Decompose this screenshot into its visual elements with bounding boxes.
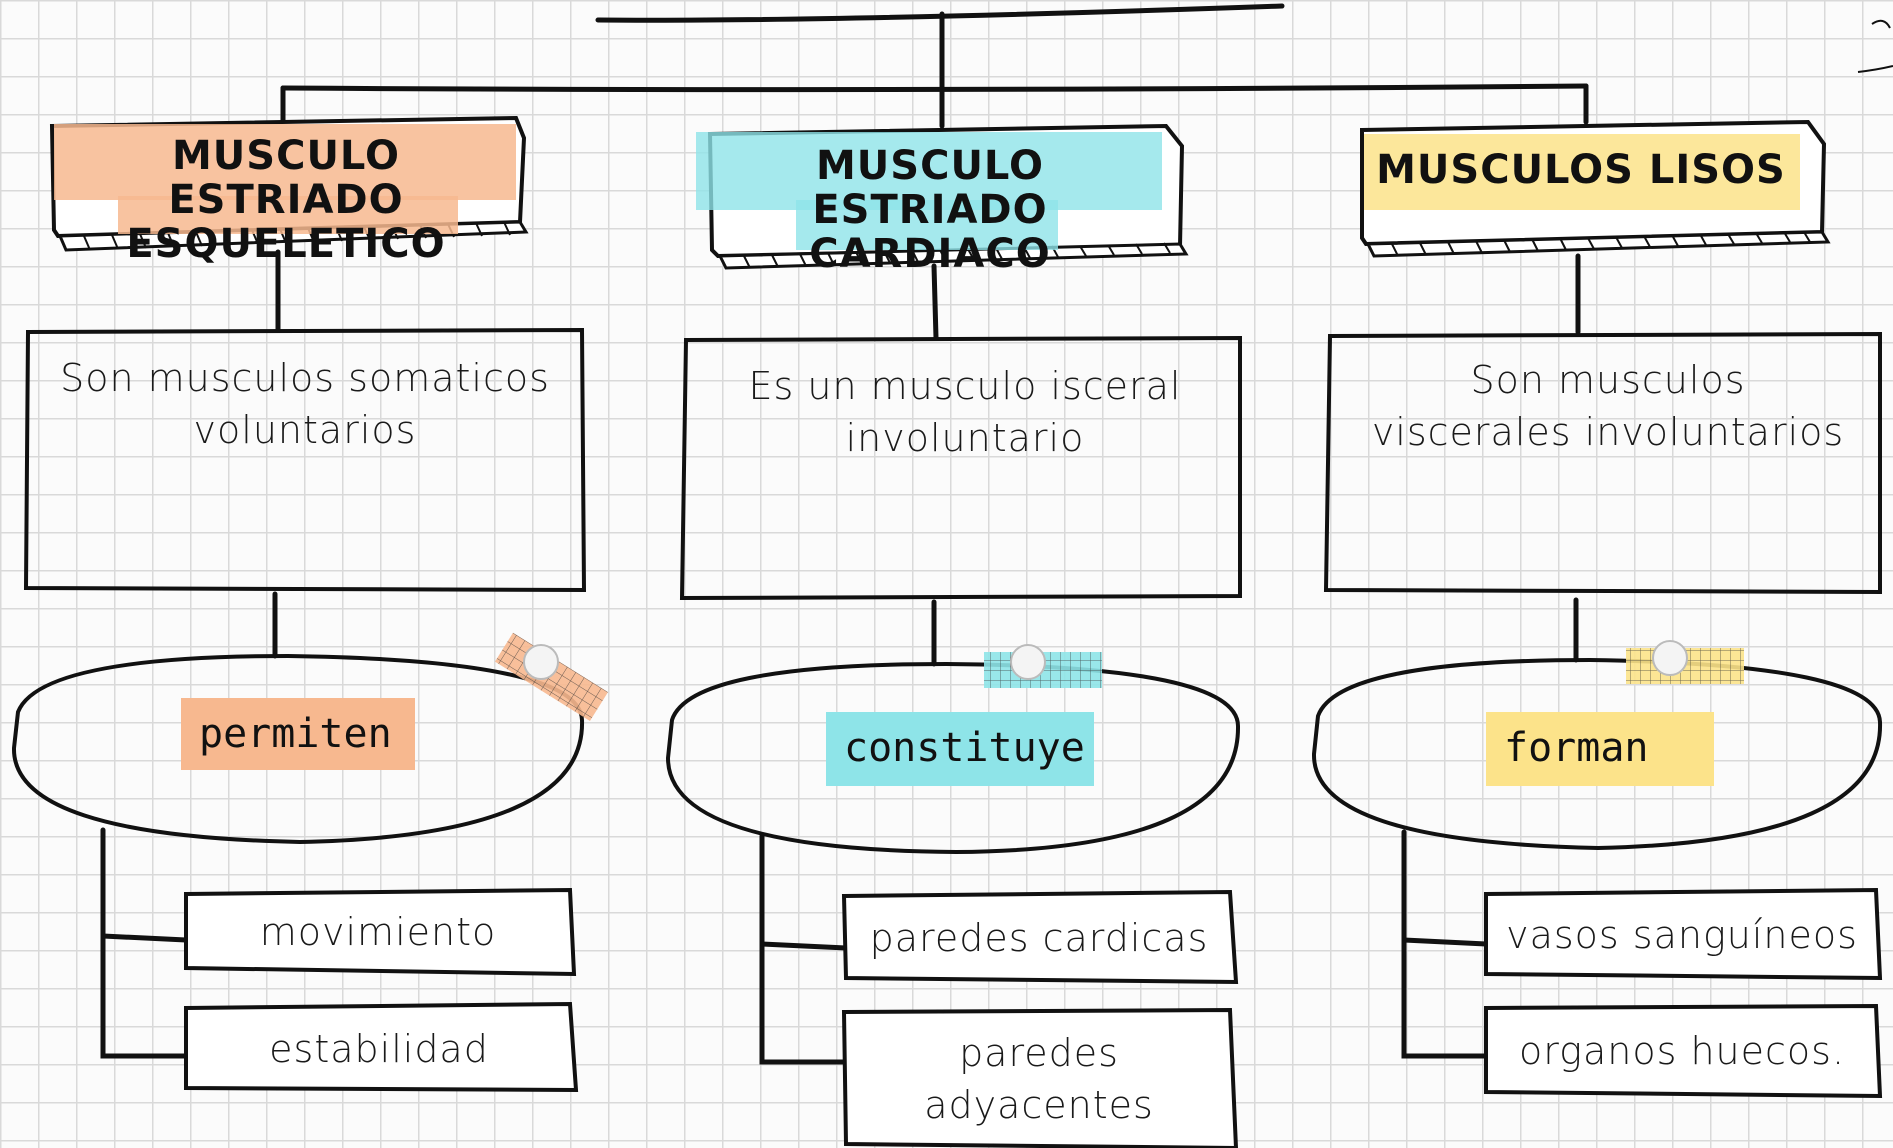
description-box-cardiac [679,335,1242,601]
pin-smooth [1652,640,1688,676]
item-smooth-vasos: vasos sanguíneos [1506,913,1858,957]
verb-cardiac: constituye [844,725,1085,771]
pin-cardiac [1010,644,1046,680]
description-box-skeletal [23,327,587,593]
verb-bubble-cardiac [665,661,1241,855]
item-box-skeletal-2 [184,1001,579,1093]
item-box-cardiac-1 [841,889,1239,985]
verb-smooth: forman [1504,725,1649,771]
tape-skeletal [494,632,608,721]
heading-skeletal: MUSCULO ESTRIADO ESQUELETICO [126,133,446,267]
item-box-skeletal-1 [184,887,577,977]
item-box-cardiac-2 [841,1007,1239,1148]
item-cardiac-paredes-adyacentes: paredes adyacentes [924,1031,1154,1127]
item-skeletal-estabilidad: estabilidad [269,1027,489,1071]
heading-cardiac: MUSCULO ESTRIADO CARDIACO [809,143,1051,277]
verb-skeletal: permiten [199,711,392,757]
description-box-smooth [1323,331,1882,595]
pin-skeletal [523,644,559,680]
heading-smooth: MUSCULOS LISOS [1376,147,1786,193]
item-smooth-organos: organos huecos. [1518,1029,1846,1073]
item-cardiac-paredes-cardicas: paredes cardicas [869,916,1209,960]
heading-card-skeletal [49,115,529,252]
verb-bubble-skeletal [11,653,585,845]
heading-card-cardiac [696,123,1189,270]
heading-card-smooth [1360,119,1831,258]
verb-bubble-smooth [1311,657,1883,851]
item-box-smooth-1 [1484,887,1883,981]
description-smooth: Son musculos viscerales involuntarios [1371,358,1845,454]
description-cardiac: Es un musculo isceral involuntario [748,364,1182,460]
item-box-smooth-2 [1484,1003,1883,1099]
description-skeletal: Son musculos somaticos voluntarios [60,356,550,452]
item-skeletal-movimiento: movimiento [259,910,497,954]
